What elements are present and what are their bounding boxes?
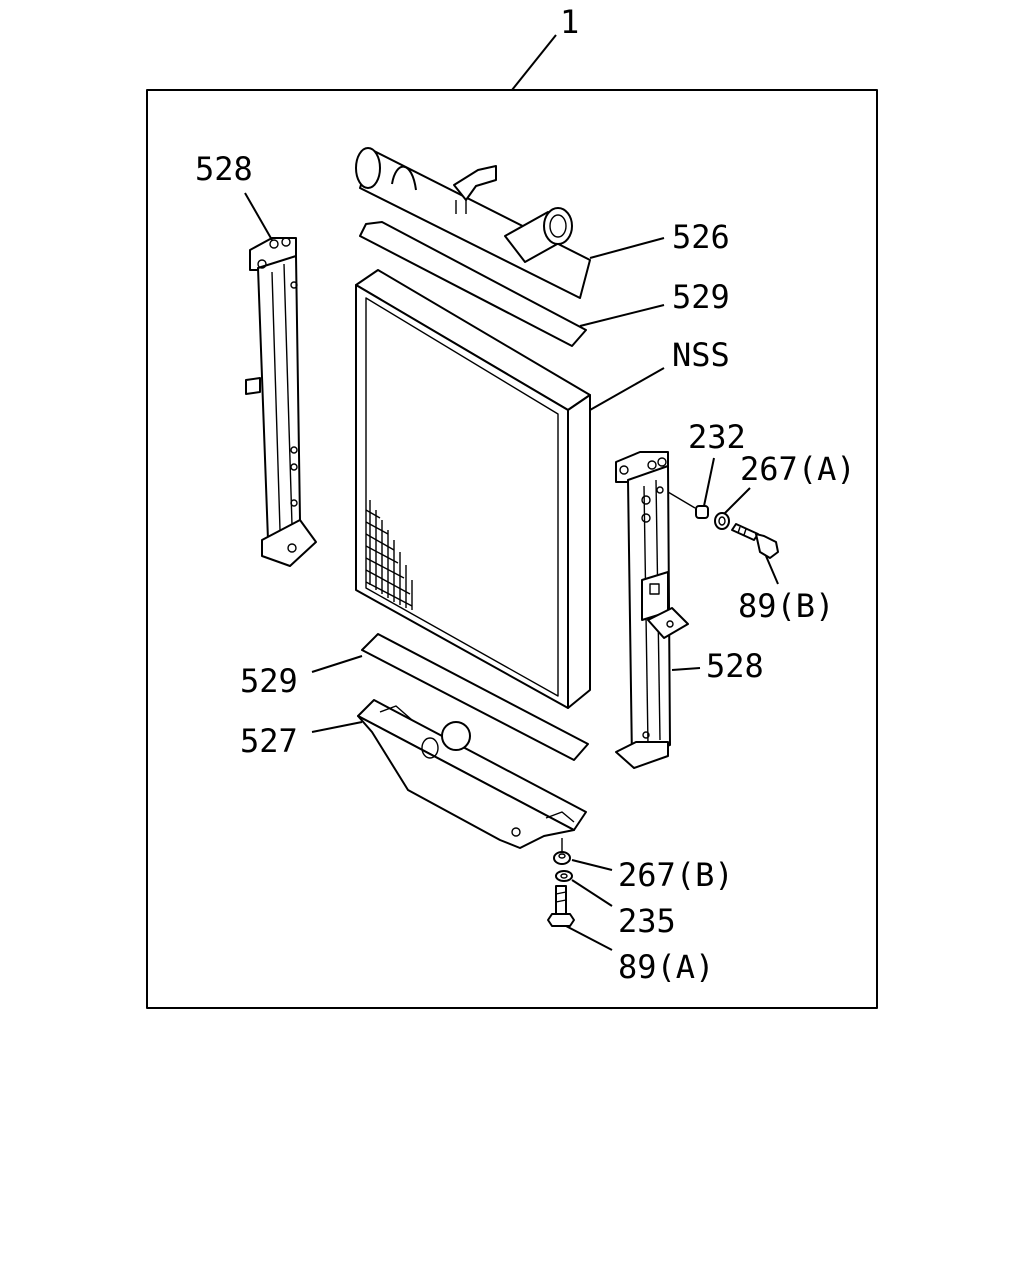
leader-bracket-right	[671, 667, 701, 671]
leader-washer-267a	[723, 487, 751, 515]
right-bracket-528	[615, 451, 689, 769]
label-bolt-232: 232	[688, 418, 746, 456]
upper-seal-529	[359, 221, 587, 347]
leader-lower-tank	[311, 721, 363, 733]
leader-bolt-232	[703, 457, 715, 507]
lower-seal-529	[361, 633, 589, 761]
core-fin-grid	[365, 500, 413, 610]
label-bracket-right-528: 528	[706, 647, 764, 685]
leader-washer-267b	[571, 859, 613, 871]
washer-267a	[714, 512, 730, 530]
label-seal-upper-529: 529	[672, 278, 730, 316]
label-bolt-89a: 89(A)	[618, 948, 714, 986]
label-core-nss: NSS	[672, 336, 730, 374]
left-bracket-528	[245, 237, 317, 567]
assembly-number-label: 1	[560, 3, 579, 41]
label-washer-267a: 267(A)	[740, 450, 856, 488]
washer-267b	[553, 851, 571, 865]
leader-seal-lower	[311, 655, 363, 673]
assembly-leader	[511, 34, 557, 91]
leader-bracket-left	[244, 192, 273, 241]
label-washer-235: 235	[618, 902, 676, 940]
bolt-89a	[547, 885, 575, 927]
leader-core	[589, 367, 665, 411]
lower-tank-527	[357, 699, 587, 849]
leader-washer-235	[571, 879, 613, 907]
label-bolt-89b: 89(B)	[738, 587, 834, 625]
radiator-core-nss	[355, 269, 591, 709]
leader-upper-tank	[589, 237, 665, 259]
label-upper-tank-526: 526	[672, 218, 730, 256]
label-lower-tank-527: 527	[240, 722, 298, 760]
label-bracket-left-528: 528	[195, 150, 253, 188]
washer-235	[555, 870, 573, 882]
label-seal-lower-529: 529	[240, 662, 298, 700]
bolt-89b	[731, 523, 779, 559]
leader-seal-upper	[579, 304, 665, 327]
upper-tank-526	[355, 147, 591, 299]
leader-bolt-89a	[565, 925, 613, 951]
leader-bolt-89b	[765, 555, 779, 585]
label-washer-267b: 267(B)	[618, 856, 734, 894]
bolt-axis-line	[667, 491, 696, 509]
bolt-232	[695, 505, 709, 519]
